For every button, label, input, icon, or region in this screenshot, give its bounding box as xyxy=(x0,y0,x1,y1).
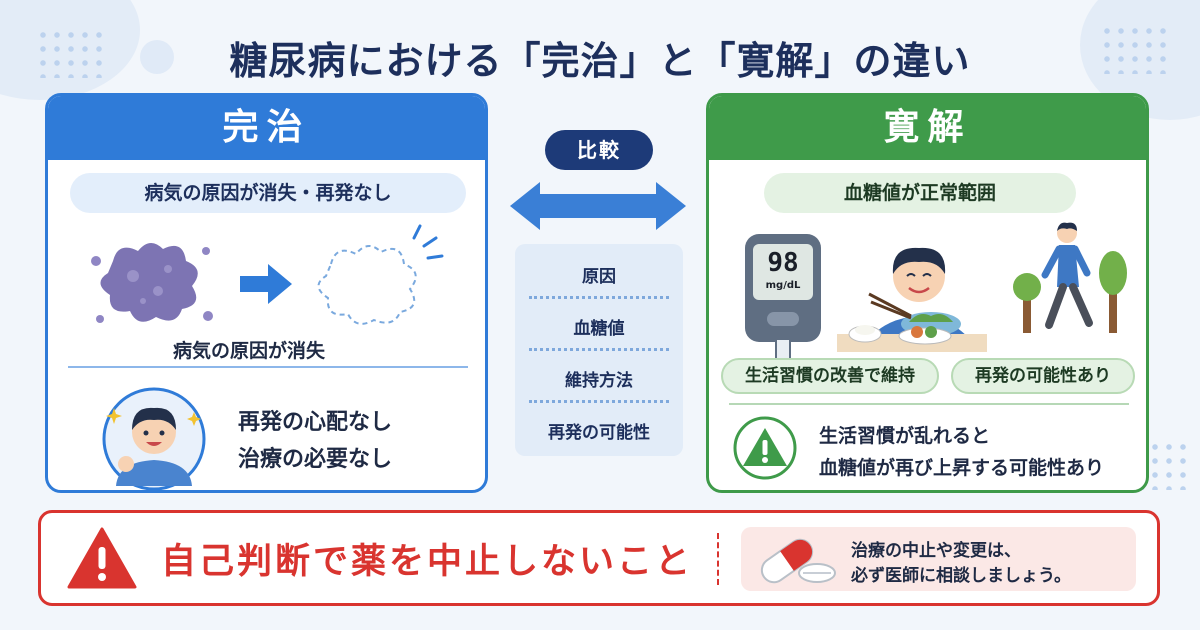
dotted-separator xyxy=(529,348,669,351)
glucose-value: 98 xyxy=(767,248,799,278)
background-blob xyxy=(140,40,174,74)
compare-badge: 比較 xyxy=(545,130,653,170)
medication-warning-text: 自己判断で薬を中止しないこと xyxy=(161,542,694,582)
glucose-meter-icon: 98 mg/dL xyxy=(745,234,821,364)
meter-button xyxy=(767,312,799,326)
eliminated-cause-outline-icon xyxy=(317,224,444,325)
doctor-advice-box: 治療の中止や変更は、 必ず医師に相談しましょう。 xyxy=(741,527,1136,591)
remission-warning-line-1: 生活習慣が乱れると xyxy=(819,425,991,447)
complete-cure-panel: 完治 病気の原因が消失・再発なし 病気の原因が消失 再発の心配なし 治療の必要な… xyxy=(45,93,488,493)
advice-line-1: 治療の中止や変更は、 xyxy=(851,541,1021,561)
remission-subtitle: 血糖値が正常範囲 xyxy=(764,173,1076,213)
happy-person-avatar xyxy=(102,387,206,490)
decorative-dots xyxy=(36,28,106,78)
lifestyle-maintenance-tag: 生活習慣の改善で維持 xyxy=(721,358,939,394)
comparison-list: 原因 血糖値 維持方法 再発の可能性 xyxy=(515,244,683,456)
person-walking-icon xyxy=(1013,222,1127,333)
pill-capsule-icon xyxy=(760,538,836,584)
complete-cure-subtitle: 病気の原因が消失・再発なし xyxy=(70,173,466,213)
dotted-separator xyxy=(529,400,669,403)
compare-item-maintenance-method: 維持方法 xyxy=(565,371,633,391)
warning-triangle-icon xyxy=(733,416,797,480)
disease-cause-virus-icon xyxy=(91,242,213,323)
glucose-unit: mg/dL xyxy=(765,280,801,291)
decorative-dots xyxy=(1100,24,1170,74)
dotted-separator xyxy=(529,296,669,299)
compare-item-recurrence: 再発の可能性 xyxy=(548,423,650,443)
glucose-meter-screen: 98 mg/dL xyxy=(753,244,813,300)
complete-cure-heading: 完治 xyxy=(48,96,485,160)
medication-warning-box: 自己判断で薬を中止しないこと 治療の中止や変更は、 必ず医師に相談しましょう。 xyxy=(38,510,1160,606)
double-arrow-icon xyxy=(510,182,686,230)
advice-line-2: 必ず医師に相談しましょう。 xyxy=(851,566,1071,586)
arrow-right-icon xyxy=(240,264,292,304)
complete-cure-caption: 病気の原因が消失 xyxy=(173,340,326,362)
page-title: 糖尿病における「完治」と「寛解」の違い xyxy=(229,39,971,83)
section-divider xyxy=(729,403,1129,405)
remission-warning-line-2: 血糖値が再び上昇する可能性あり xyxy=(819,457,1105,479)
recurrence-possible-tag: 再発の可能性あり xyxy=(951,358,1135,394)
remission-panel: 寛解 血糖値が正常範囲 98 mg/dL xyxy=(706,93,1149,493)
no-recurrence-text: 再発の心配なし xyxy=(238,410,393,435)
alert-triangle-icon xyxy=(67,527,137,589)
table-food-icon xyxy=(837,325,987,352)
compare-item-blood-glucose: 血糖値 xyxy=(573,319,625,339)
remission-heading: 寛解 xyxy=(709,96,1146,160)
dashed-separator xyxy=(717,533,719,585)
section-divider xyxy=(68,366,468,368)
compare-item-cause: 原因 xyxy=(582,267,616,287)
no-treatment-text: 治療の必要なし xyxy=(238,447,393,472)
